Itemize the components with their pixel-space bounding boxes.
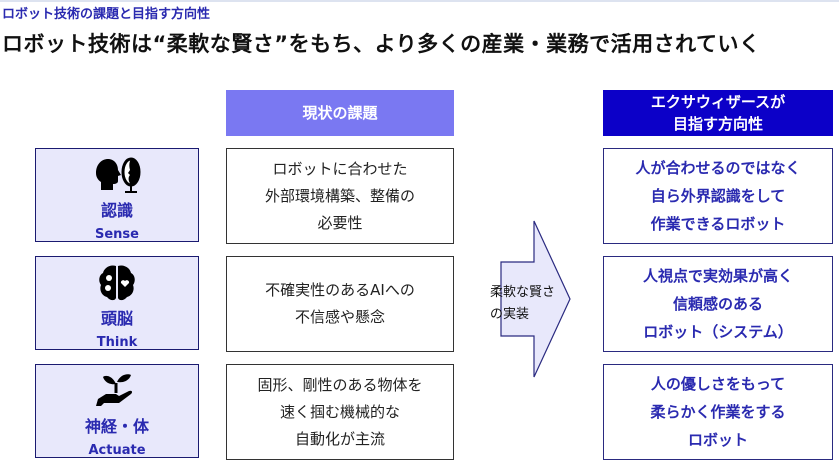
- issue-line: 不信感や懸念: [294, 308, 385, 326]
- direction-line: 柔らかく作業をする: [650, 403, 786, 421]
- direction-line: 人視点で実効果が高く: [642, 267, 793, 285]
- direction-line: ロボット: [687, 431, 748, 449]
- category-label-en: Actuate: [88, 443, 146, 458]
- head-mirror-icon: [36, 155, 198, 195]
- category-label-en: Think: [96, 335, 138, 350]
- issue-line: 必要性: [317, 213, 363, 232]
- page-title: ロボット技術は“柔軟な賢さ”をもち、より多くの産業・業務で活用されていく: [2, 32, 761, 56]
- issue-box: 不確実性のあるAIへの不信感や懸念: [226, 256, 454, 352]
- direction-header: エクサウィザースが目指す方向性: [603, 90, 833, 136]
- direction-line: 人の優しさをもって: [650, 375, 786, 393]
- direction-line: 自ら外界認識をして: [650, 187, 786, 205]
- issue-line: 速く掴む機械的な: [279, 402, 400, 421]
- current-issues-header: 現状の課題: [226, 90, 454, 136]
- category-sense: 認識 Sense: [35, 148, 199, 242]
- arrow-label: 柔軟な賢さの実装: [490, 282, 555, 326]
- section-subtitle: ロボット技術の課題と目指す方向性: [2, 7, 211, 22]
- issue-line: ロボットに合わせた: [272, 159, 408, 178]
- hand-plant-icon: [36, 371, 198, 411]
- issue-line: 不確実性のあるAIへの: [265, 281, 415, 299]
- top-divider: [0, 0, 839, 2]
- direction-line: 信頼感のある: [672, 295, 763, 313]
- brain-icon: [36, 263, 198, 303]
- direction-line: 作業できるロボット: [650, 215, 786, 233]
- direction-line: ロボット（システム）: [643, 323, 793, 341]
- issue-line: 固形、剛性のある物体を: [257, 375, 423, 394]
- issue-box: ロボットに合わせた外部環境構築、整備の必要性: [226, 148, 454, 244]
- category-label: 認識: [100, 201, 133, 220]
- right-arrow-shape: [500, 220, 571, 378]
- direction-line: 人が合わせるのではなく: [635, 159, 801, 177]
- category-actuate: 神経・体 Actuate: [35, 364, 199, 458]
- arrow-label-line: の実装: [490, 307, 530, 322]
- issue-line: 外部環境構築、整備の: [264, 186, 415, 205]
- direction-box: 人視点で実効果が高く信頼感のあるロボット（システム）: [603, 256, 833, 352]
- issue-box: 固形、剛性のある物体を速く掴む機械的な自動化が主流: [226, 364, 454, 460]
- category-think: 頭脳 Think: [35, 256, 199, 350]
- header-line: 目指す方向性: [672, 115, 763, 133]
- direction-box: 人の優しさをもって柔らかく作業をするロボット: [603, 364, 833, 460]
- category-label: 神経・体: [84, 417, 149, 436]
- direction-box: 人が合わせるのではなく自ら外界認識をして作業できるロボット: [603, 148, 833, 244]
- arrow-label-line: 柔軟な賢さ: [490, 285, 556, 300]
- category-label-en: Sense: [95, 227, 139, 242]
- issue-line: 自動化が主流: [294, 429, 385, 448]
- category-label: 頭脳: [100, 309, 133, 328]
- header-line: エクサウィザースが: [650, 93, 786, 111]
